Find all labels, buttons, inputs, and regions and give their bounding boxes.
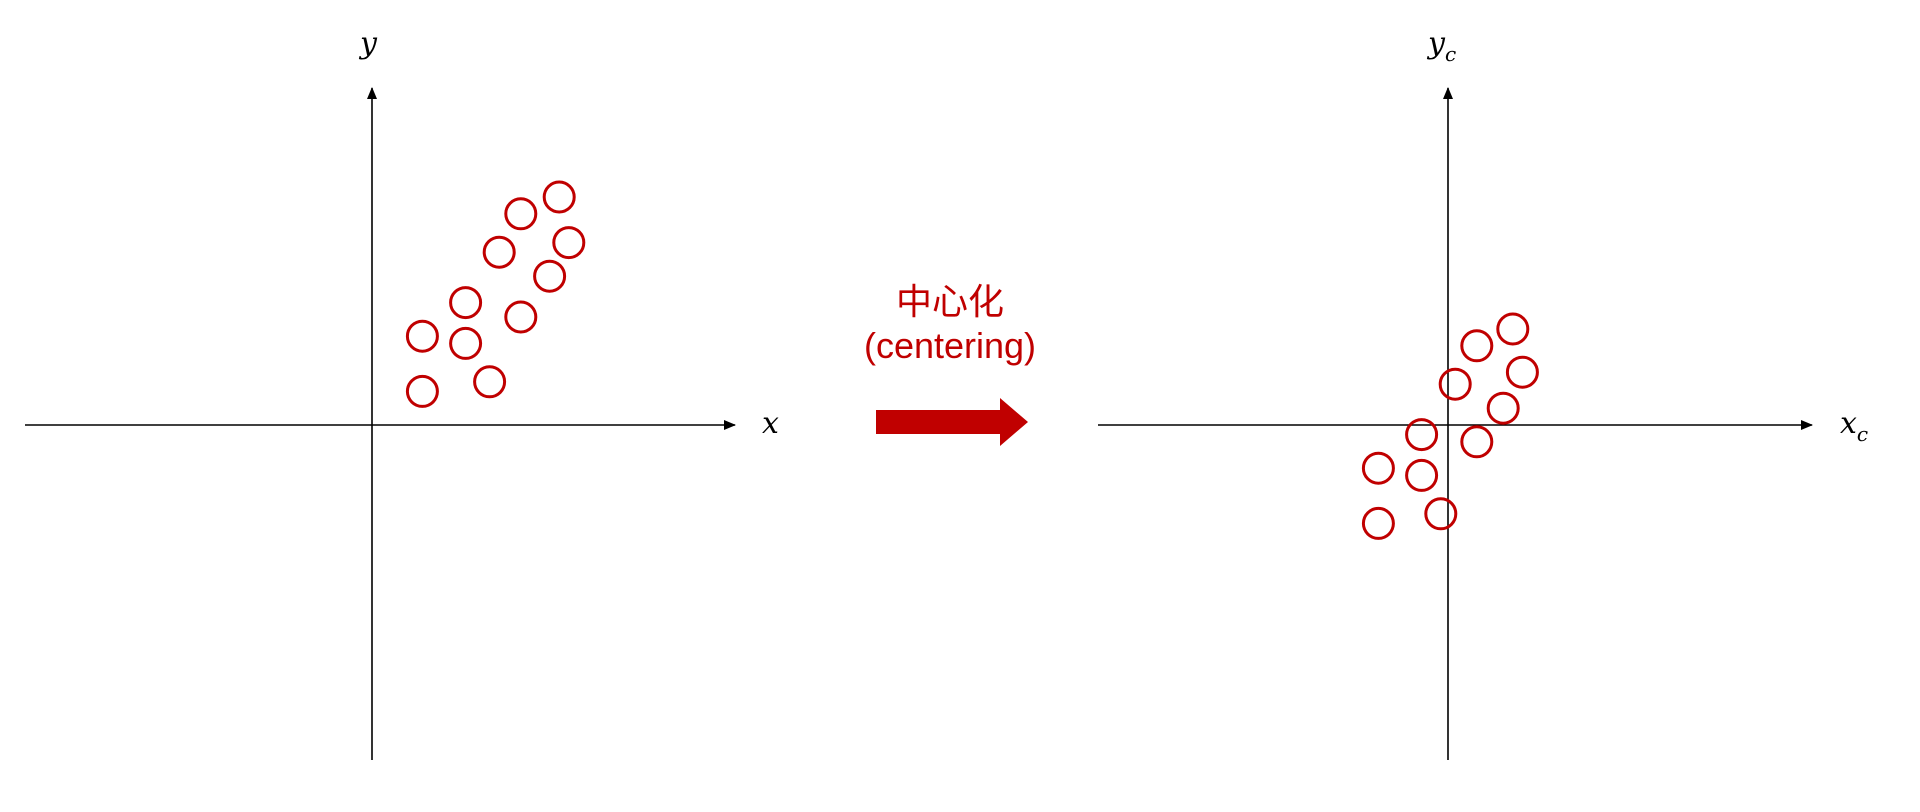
left-x-label: x	[762, 406, 779, 441]
data-point	[1486, 391, 1520, 425]
left-y-label: y	[358, 26, 378, 61]
data-point	[1361, 506, 1395, 540]
right-y-label: yc	[1426, 26, 1456, 66]
data-point	[504, 197, 538, 231]
data-point	[552, 226, 586, 260]
centering-arrow	[876, 398, 1028, 446]
data-point	[1405, 458, 1439, 492]
data-point	[1438, 367, 1472, 401]
data-point	[1361, 451, 1395, 485]
data-point	[533, 259, 567, 293]
caption-english: (centering)	[863, 325, 1037, 366]
right-plot: xc yc	[1098, 26, 1868, 760]
data-point	[1460, 329, 1494, 363]
data-point	[1496, 312, 1530, 346]
caption-chinese: 中心化	[895, 281, 1004, 322]
data-point	[1405, 418, 1439, 452]
data-point	[1505, 355, 1539, 389]
data-point	[405, 319, 439, 353]
data-point	[542, 180, 576, 214]
data-point	[1460, 425, 1494, 459]
data-point	[405, 374, 439, 408]
data-point	[449, 286, 483, 320]
right-points	[1361, 312, 1539, 540]
left-points	[405, 180, 586, 408]
data-point	[473, 365, 507, 399]
data-point	[504, 300, 538, 334]
data-point	[449, 326, 483, 360]
left-plot: x y	[25, 26, 779, 760]
right-x-label: xc	[1840, 406, 1868, 446]
data-point	[1424, 497, 1458, 531]
data-point	[482, 235, 516, 269]
centering-caption: 中心化 (centering)	[850, 280, 1050, 368]
